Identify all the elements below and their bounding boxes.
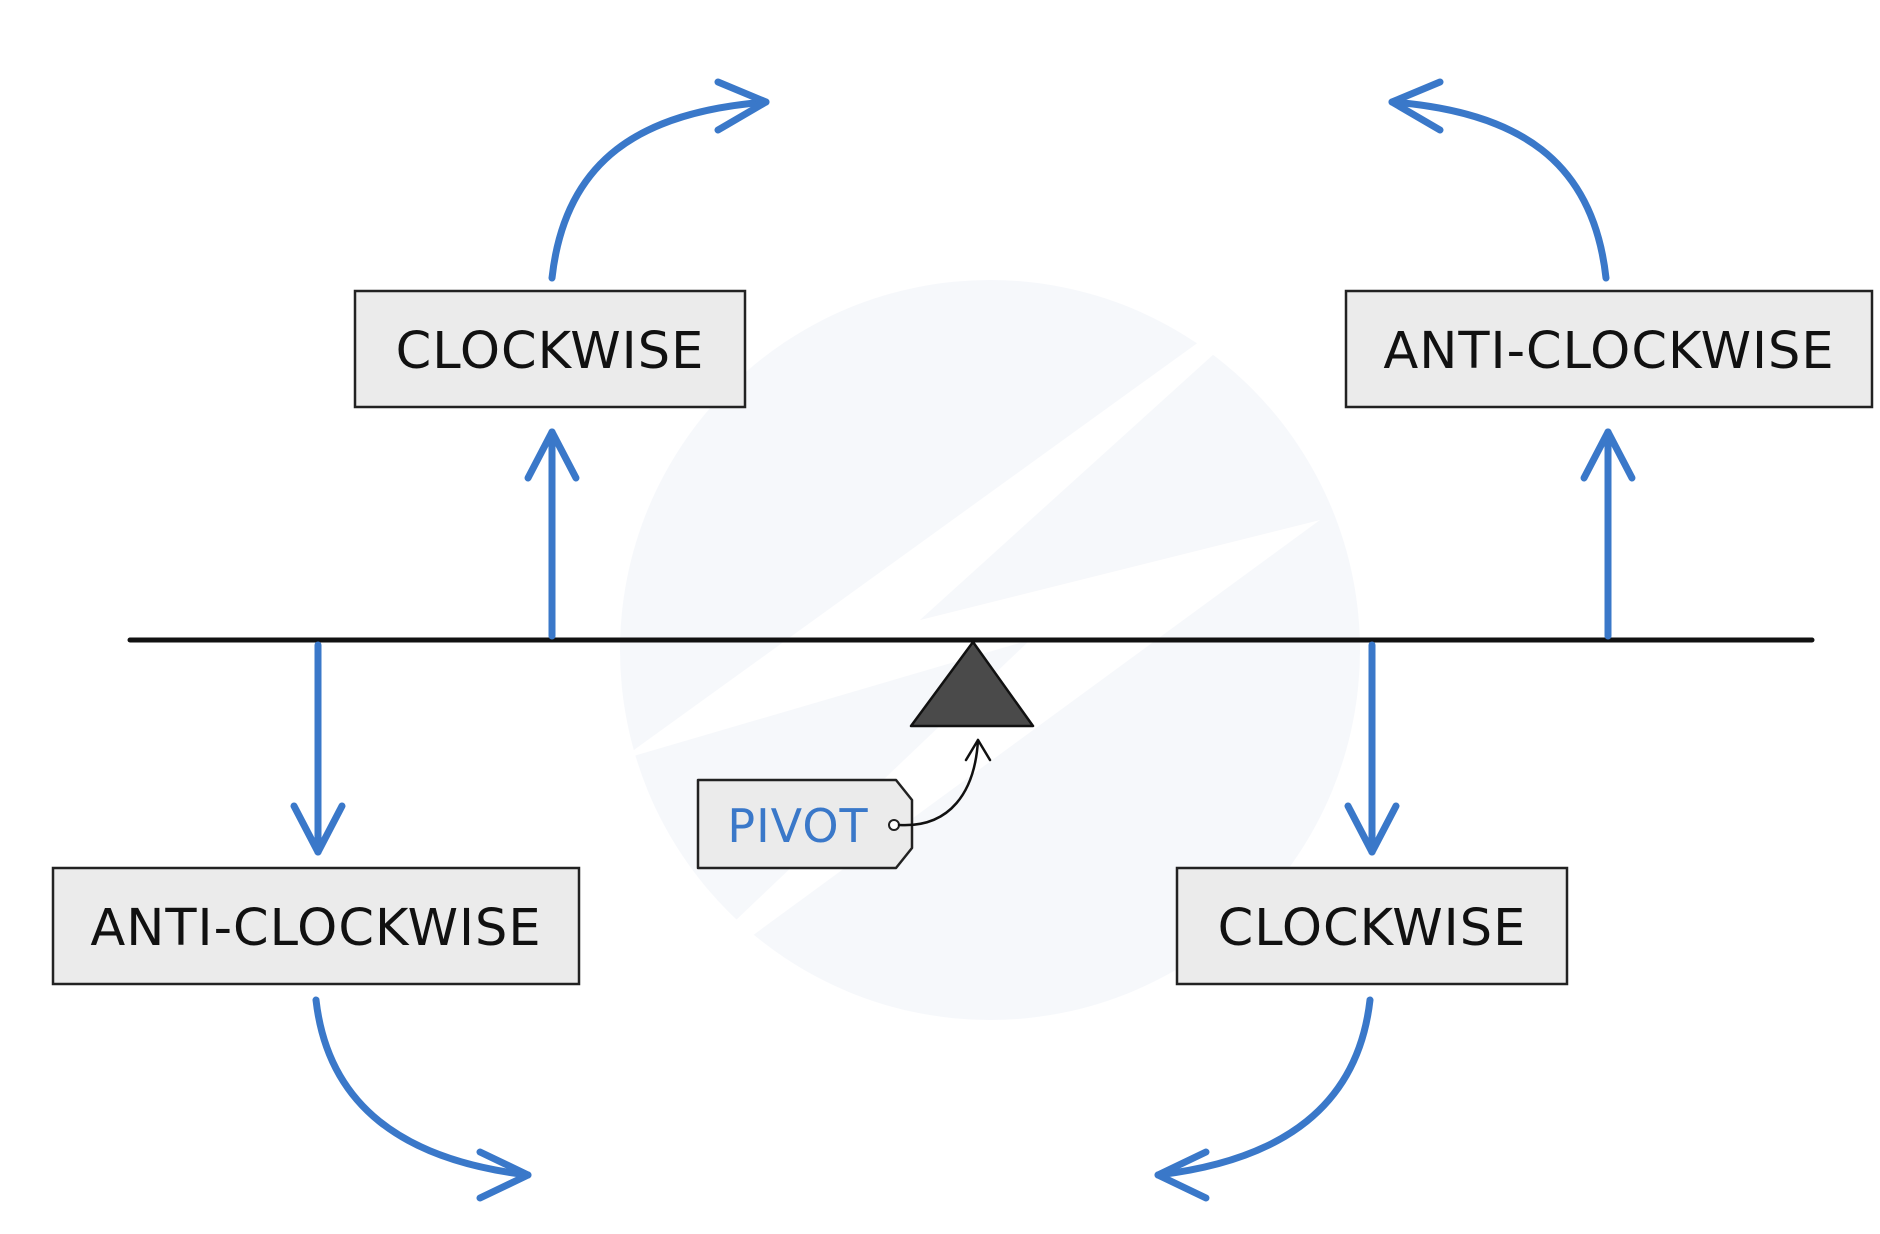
label-top-right: ANTI-CLOCKWISE xyxy=(1383,322,1834,381)
label-box-top-left: CLOCKWISE xyxy=(353,289,747,409)
force-arrow-down-left xyxy=(290,641,346,856)
label-bottom-right: CLOCKWISE xyxy=(1218,899,1527,958)
pivot-tag-hole-icon xyxy=(888,819,900,831)
force-arrow-down-right xyxy=(1344,641,1400,856)
label-box-bottom-left: ANTI-CLOCKWISE xyxy=(51,866,581,986)
force-arrow-up-right xyxy=(1580,428,1636,640)
pivot-tag: PIVOT xyxy=(696,778,914,870)
pivot-tag-shape xyxy=(696,778,914,870)
label-top-left: CLOCKWISE xyxy=(396,322,705,381)
rotation-arrow-bottom-left xyxy=(312,996,532,1202)
pivot-triangle xyxy=(909,640,1035,728)
label-box-top-right: ANTI-CLOCKWISE xyxy=(1344,289,1874,409)
force-arrow-up-left xyxy=(524,428,580,640)
rotation-arrow-top-right xyxy=(1388,78,1610,282)
label-box-bottom-right: CLOCKWISE xyxy=(1175,866,1569,986)
pivot-label: PIVOT xyxy=(727,799,868,853)
label-bottom-left: ANTI-CLOCKWISE xyxy=(90,899,541,958)
rotation-arrow-top-left xyxy=(548,78,770,282)
pivot-pointer-arrow xyxy=(897,738,992,827)
rotation-arrow-bottom-right xyxy=(1154,996,1374,1202)
